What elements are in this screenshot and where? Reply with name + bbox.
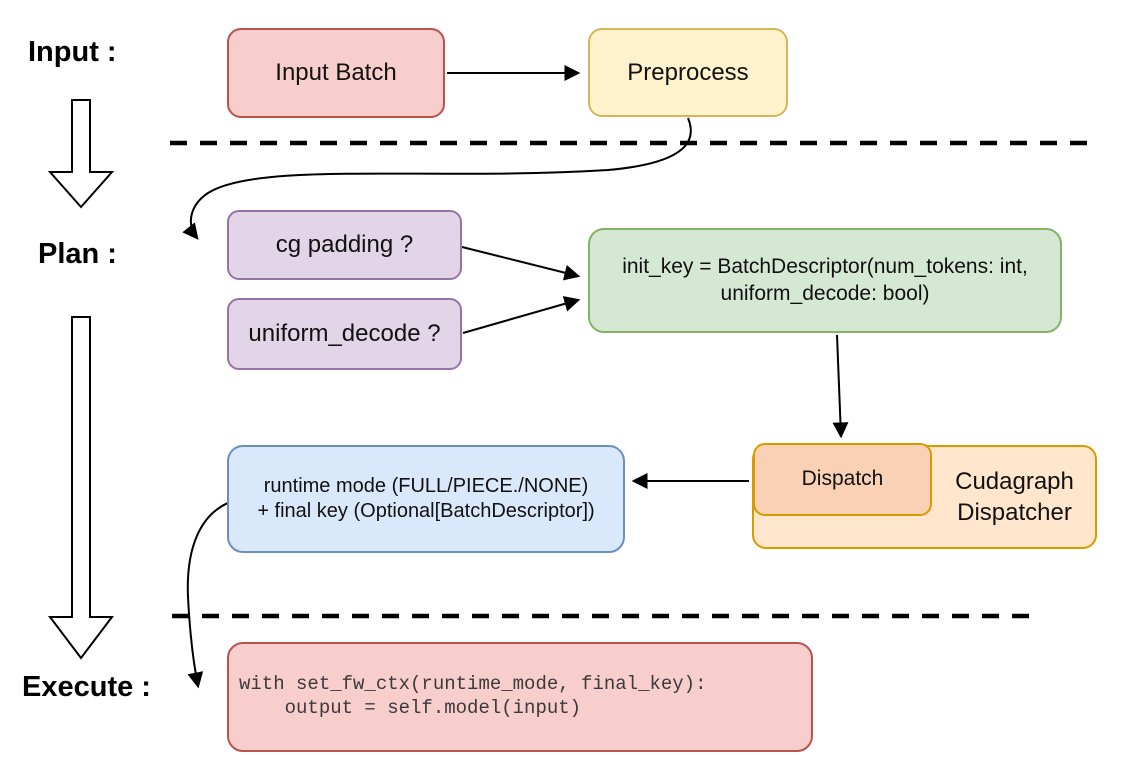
- node-uniform-decode: uniform_decode ?: [227, 298, 462, 370]
- stage-label-execute: Execute :: [22, 671, 151, 703]
- node-preprocess-label: Preprocess: [627, 58, 749, 86]
- node-dispatch: Dispatch: [753, 443, 932, 516]
- arrow-uniform-decode-to-init-key: [462, 296, 581, 334]
- node-cg-padding: cg padding ?: [227, 210, 462, 280]
- cudagraph-line2: Dispatcher: [957, 499, 1072, 526]
- arrow-init-key-to-dispatch: [832, 334, 849, 439]
- node-input-batch: Input Batch: [227, 28, 445, 118]
- plan-to-execute-hollow-arrow: [47, 316, 115, 660]
- stage-label-plan: Plan :: [38, 238, 117, 270]
- node-uniform-decode-label: uniform_decode ?: [248, 320, 441, 347]
- node-init-key: init_key = BatchDescriptor(num_tokens: i…: [588, 228, 1062, 333]
- node-dispatch-label: Dispatch: [801, 467, 884, 491]
- execute-code-line2: output = self.model(input): [239, 697, 582, 719]
- arrow-cg-padding-to-init-key: [461, 246, 581, 281]
- node-preprocess: Preprocess: [588, 28, 788, 117]
- execute-code-line1: with set_fw_ctx(runtime_mode, final_key)…: [239, 673, 707, 696]
- stage-label-input: Input :: [28, 36, 117, 68]
- node-init-key-line1: init_key = BatchDescriptor(num_tokens: i…: [622, 255, 1028, 279]
- node-runtime-mode-line1: runtime mode (FULL/PIECE./NONE): [263, 475, 589, 497]
- cudagraph-line1: Cudagraph: [955, 467, 1074, 495]
- node-execute-code: with set_fw_ctx(runtime_mode, final_key)…: [227, 642, 813, 752]
- node-init-key-line2: uniform_decode: bool): [720, 281, 930, 305]
- node-input-batch-label: Input Batch: [275, 59, 397, 86]
- node-cg-padding-label: cg padding ?: [275, 231, 414, 258]
- node-runtime-mode: runtime mode (FULL/PIECE./NONE) + final …: [227, 445, 625, 553]
- node-runtime-mode-line2: + final key (Optional[BatchDescriptor]): [257, 500, 595, 522]
- node-cudagraph-dispatcher-label: Cudagraph Dispatcher: [932, 445, 1097, 549]
- input-to-plan-hollow-arrow: [47, 99, 115, 209]
